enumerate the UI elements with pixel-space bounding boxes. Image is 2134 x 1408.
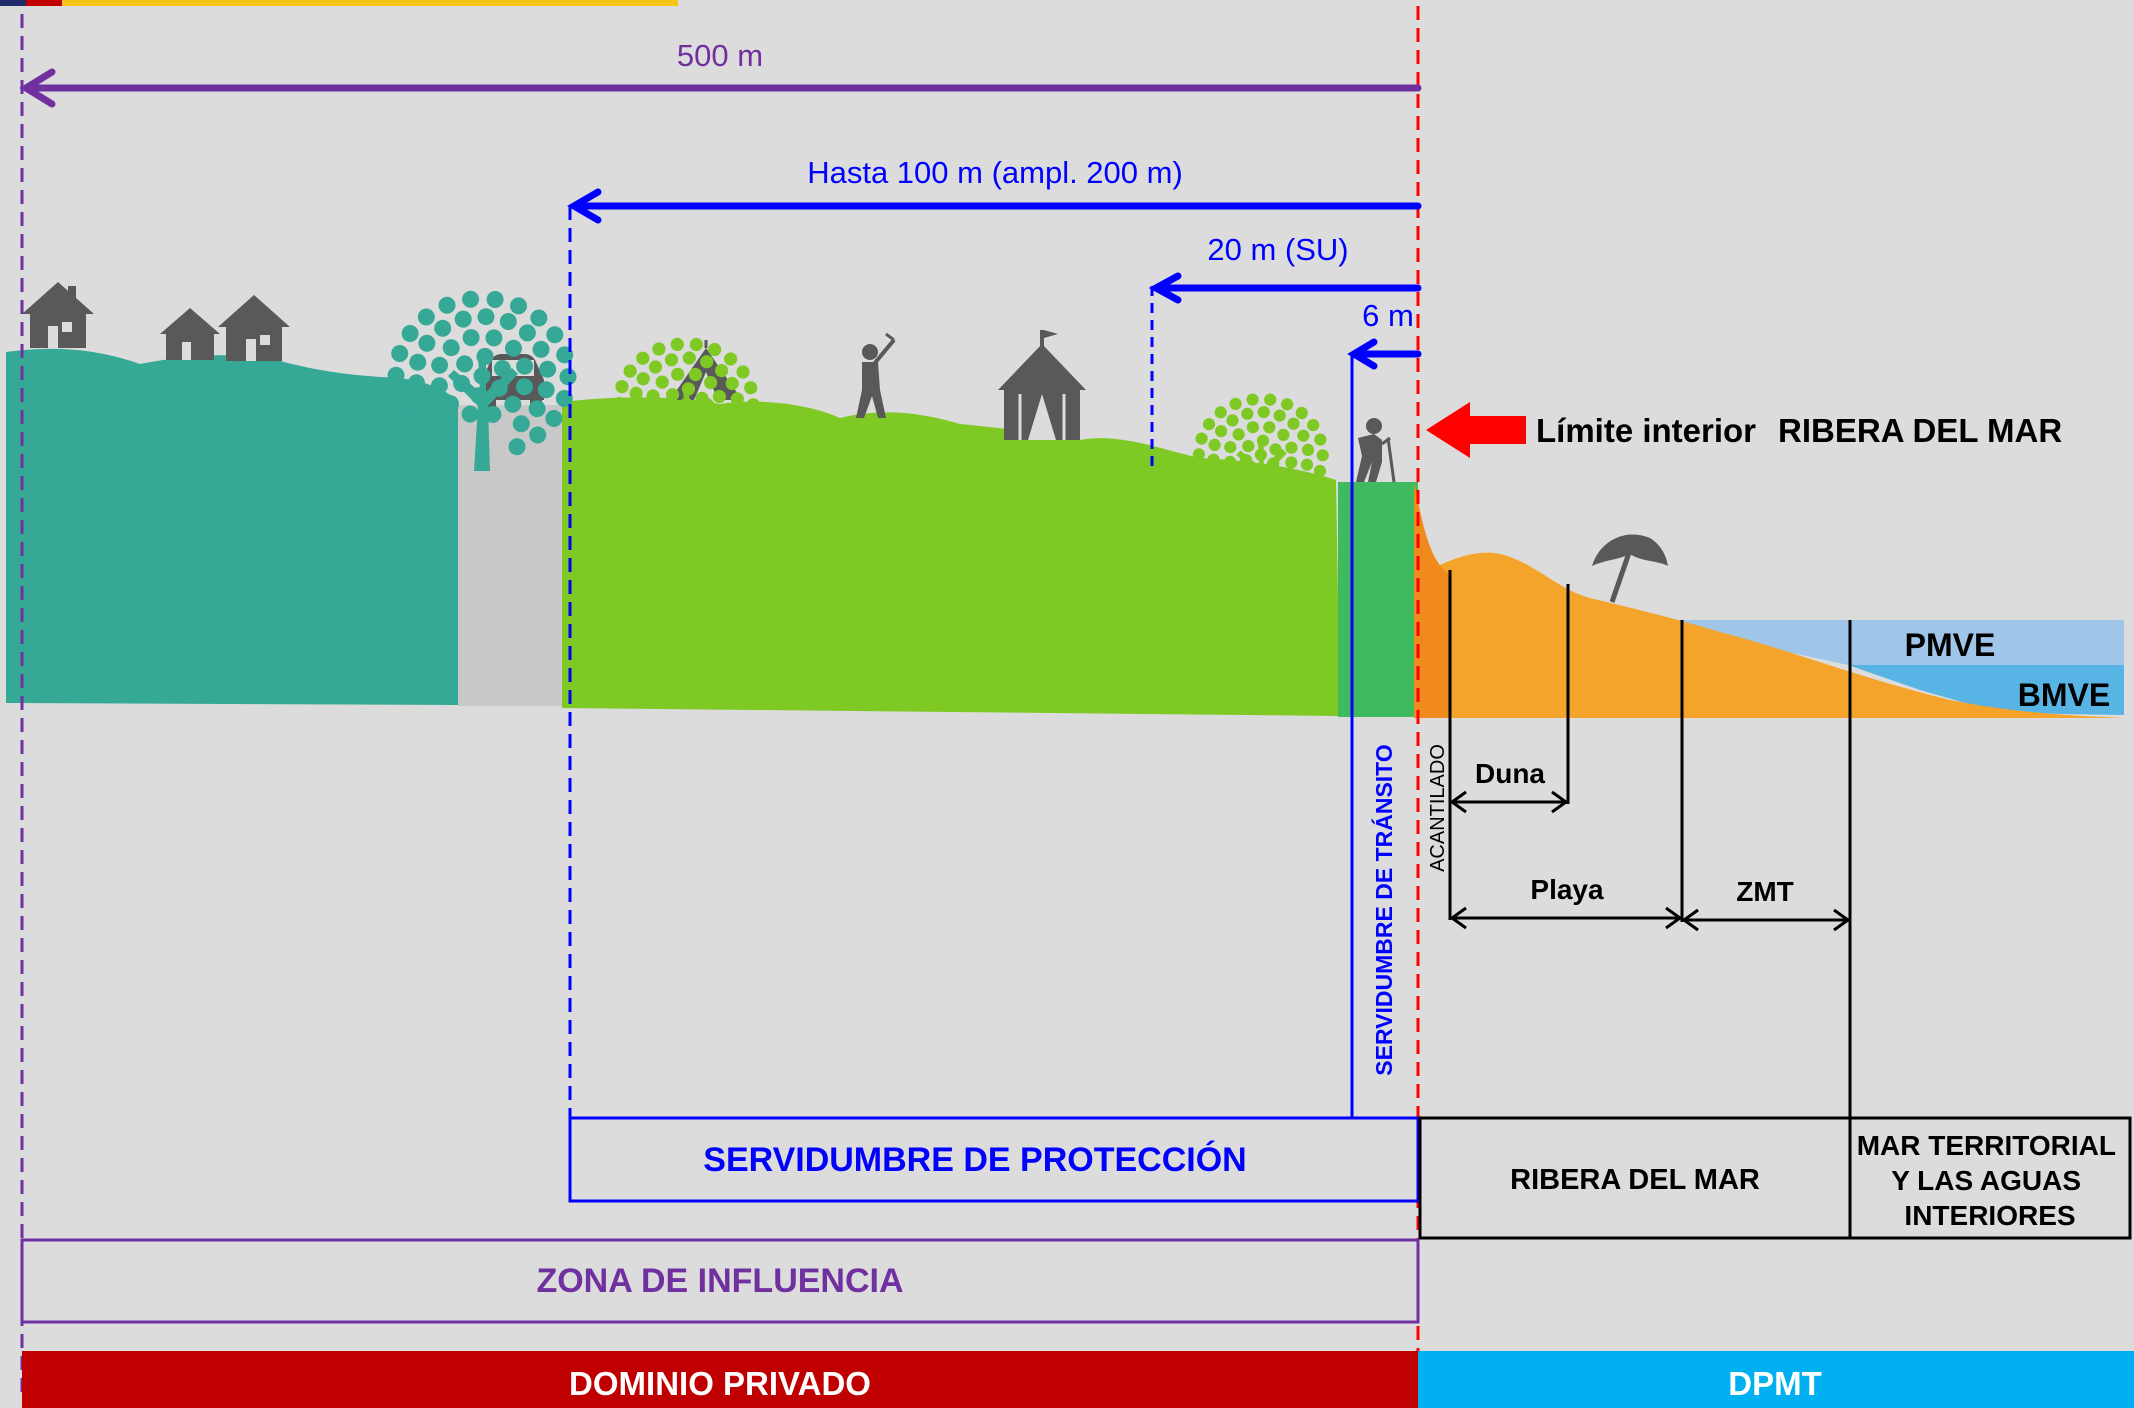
house-icon — [218, 295, 290, 361]
dim-20-label: 20 m (SU) — [1207, 232, 1348, 267]
top-color-strip — [0, 0, 678, 6]
servidumbre-transito-label: SERVIDUMBRE DE TRÁNSITO — [1370, 744, 1397, 1075]
dpmt-bar — [1418, 1351, 2134, 1408]
servidumbre-proteccion-label: SERVIDUMBRE DE PROTECCIÓN — [703, 1141, 1246, 1179]
zmt-label: ZMT — [1736, 876, 1794, 907]
road-strip — [458, 405, 566, 706]
dim-6-arrowhead — [1347, 338, 1378, 370]
dim-100-arrowhead — [567, 188, 602, 224]
dominio-privado-bar — [22, 1351, 1418, 1408]
acantilado-label: ACANTILADO — [1427, 744, 1449, 872]
umbrella-icon — [1592, 534, 1668, 603]
zona-influencia-label: ZONA DE INFLUENCIA — [536, 1262, 903, 1300]
zona-influencia-box — [20, 1238, 1420, 1324]
zmt-dim-arrowhead — [1833, 908, 1851, 932]
playa-dim-arrowhead — [1665, 906, 1683, 930]
limit-arrow-icon — [1426, 402, 1526, 458]
pmve-label: PMVE — [1905, 627, 1996, 663]
circus-tent-icon — [998, 330, 1086, 440]
dim-500-arrowhead — [19, 68, 56, 108]
dominio-privado-label: DOMINIO PRIVADO — [569, 1365, 871, 1402]
golfer-icon — [856, 332, 896, 418]
duna-dim-arrowhead — [1551, 790, 1569, 814]
servidumbre-proteccion-box — [568, 1116, 1420, 1203]
water-bmve — [1848, 665, 2124, 715]
mar-territorial-label: MAR TERRITORIAL Y LAS AGUAS INTERIORES — [1857, 1130, 2124, 1231]
ribera-del-mar-label: RIBERA DEL MAR — [1510, 1164, 1760, 1196]
dim-20-arrowhead — [1148, 272, 1182, 304]
duna-dim-arrowhead — [1449, 790, 1467, 814]
playa-label: Playa — [1530, 874, 1604, 905]
mar-territorial-box — [1848, 1116, 2132, 1240]
duna-label: Duna — [1475, 758, 1545, 789]
dim-500-label: 500 m — [677, 38, 763, 73]
teal-hills — [6, 348, 458, 705]
tree-icon — [612, 337, 760, 479]
hiker-icon — [1356, 418, 1396, 483]
tree-icon — [387, 290, 577, 471]
transit-strip — [1338, 482, 1418, 717]
playa-dim-arrowhead — [1449, 906, 1467, 930]
house-icon — [160, 308, 220, 360]
dpmt-label: DPMT — [1728, 1365, 1822, 1402]
cliff — [1414, 482, 1450, 718]
green-hills — [562, 397, 1340, 716]
dim-100-label: Hasta 100 m (ampl. 200 m) — [807, 155, 1183, 190]
beach-sand — [1418, 552, 2124, 718]
dim-6-label: 6 m — [1362, 298, 1414, 333]
house-icon — [22, 282, 94, 348]
water-pmve — [1660, 620, 2124, 665]
bmve-label: BMVE — [2018, 677, 2110, 713]
zmt-dim-arrowhead — [1681, 908, 1699, 932]
tree-icon — [1192, 393, 1329, 524]
